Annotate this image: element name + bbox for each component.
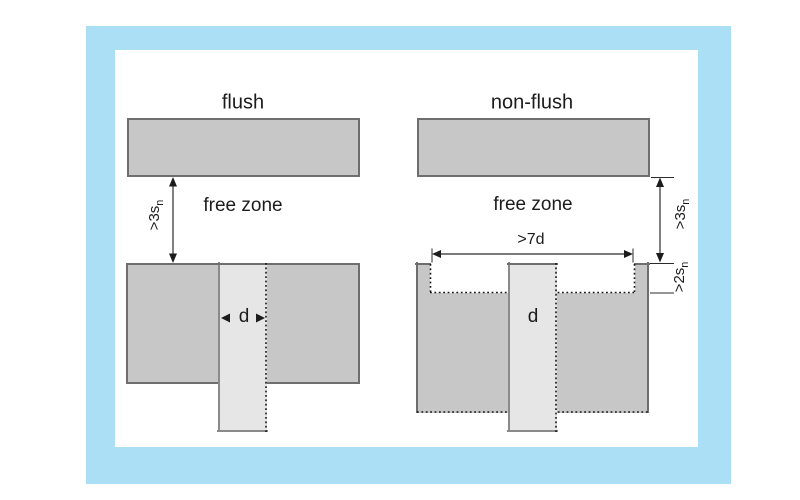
- flush-clearance-text: >3s: [146, 205, 163, 231]
- recess-width-label: >7d: [517, 231, 545, 248]
- flush-title: flush: [221, 91, 265, 114]
- recess-depth-label: >2sn: [671, 262, 691, 293]
- nonflush-diameter-label: d: [527, 306, 539, 327]
- flush-sensor: [217, 262, 268, 432]
- nonflush-free-zone-label: free zone: [493, 194, 573, 215]
- flush-clearance-dimension-arrow: [169, 177, 177, 263]
- nonflush-clearance-text: >3s: [672, 204, 689, 230]
- recess-depth-text: >2s: [671, 267, 688, 293]
- flush-clearance-subscript: n: [154, 199, 166, 206]
- flush-clearance-label: >3sn: [146, 200, 166, 231]
- nonflush-clearance-subscript: n: [680, 198, 692, 205]
- nonflush-diagram: [415, 118, 674, 432]
- blue-frame: [86, 26, 731, 484]
- flush-free-zone-label: free zone: [203, 195, 283, 216]
- flush-diameter-label: d: [238, 306, 250, 327]
- flush-target-plate: [127, 118, 360, 177]
- nonflush-target-plate: [417, 118, 650, 177]
- flush-diameter-arrows: [221, 313, 265, 323]
- recess-width-dimension-arrow: [431, 248, 634, 263]
- nonflush-clearance-label: >3sn: [672, 199, 692, 230]
- recess-depth-subscript: n: [679, 261, 691, 268]
- flush-diagram: [126, 118, 360, 432]
- nonflush-sensor: [507, 262, 558, 432]
- nonflush-clearance-dimension-arrow: [650, 177, 674, 264]
- nonflush-title: non-flush: [490, 91, 574, 114]
